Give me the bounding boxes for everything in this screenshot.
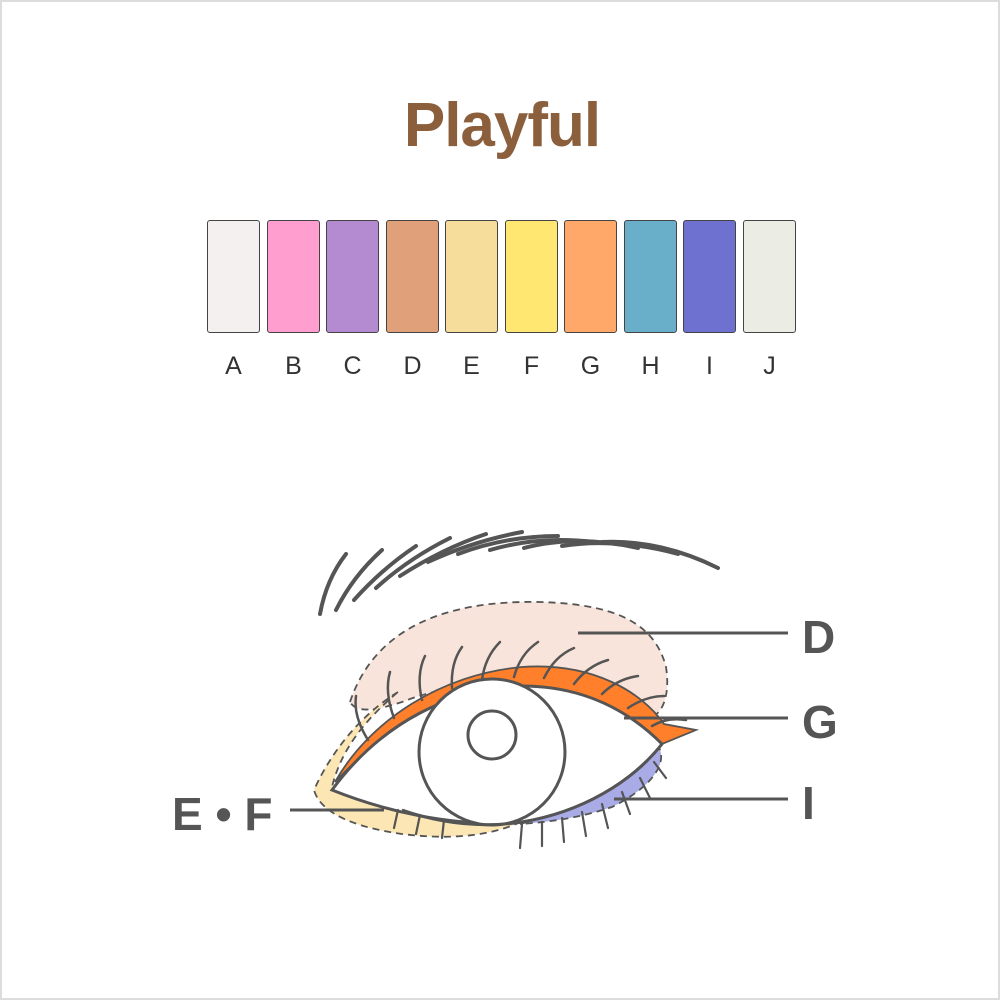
swatch-label-a: A: [225, 352, 242, 380]
lower-lashes: [392, 760, 668, 850]
swatch-label-d: D: [403, 352, 422, 380]
lower-lid-line: [401, 743, 664, 827]
swatch-d: [386, 220, 439, 333]
swatch-label-f: F: [523, 352, 540, 380]
swatch-c: [326, 220, 379, 333]
upper-lashes: [354, 640, 688, 742]
swatch-e: [445, 220, 498, 333]
lower-liner-area: [519, 742, 663, 825]
swatch-a: [207, 220, 260, 333]
swatch-label-j: J: [763, 352, 776, 380]
swatch-label-e: E: [463, 352, 480, 380]
swatch-label-i: I: [706, 352, 713, 380]
swatch-i: [683, 220, 736, 333]
swatch-label-h: H: [641, 352, 660, 380]
swatch-label-g: G: [580, 352, 601, 380]
page-title: Playful: [403, 91, 601, 160]
swatch-g: [564, 220, 617, 333]
callout-label-i: I: [802, 777, 815, 829]
swatch-b: [267, 220, 320, 333]
eyebrow: [318, 530, 720, 616]
swatch-label-b: B: [285, 352, 302, 380]
swatch-f: [505, 220, 558, 333]
callout-label-g: G: [802, 696, 838, 748]
swatch-label-c: C: [343, 352, 362, 380]
color-palette: [207, 220, 799, 340]
callout-label-d: D: [802, 611, 836, 663]
swatch-j: [743, 220, 796, 333]
swatch-h: [624, 220, 677, 333]
pupil: [466, 709, 518, 761]
callout-label-ef: E • F: [172, 788, 273, 840]
